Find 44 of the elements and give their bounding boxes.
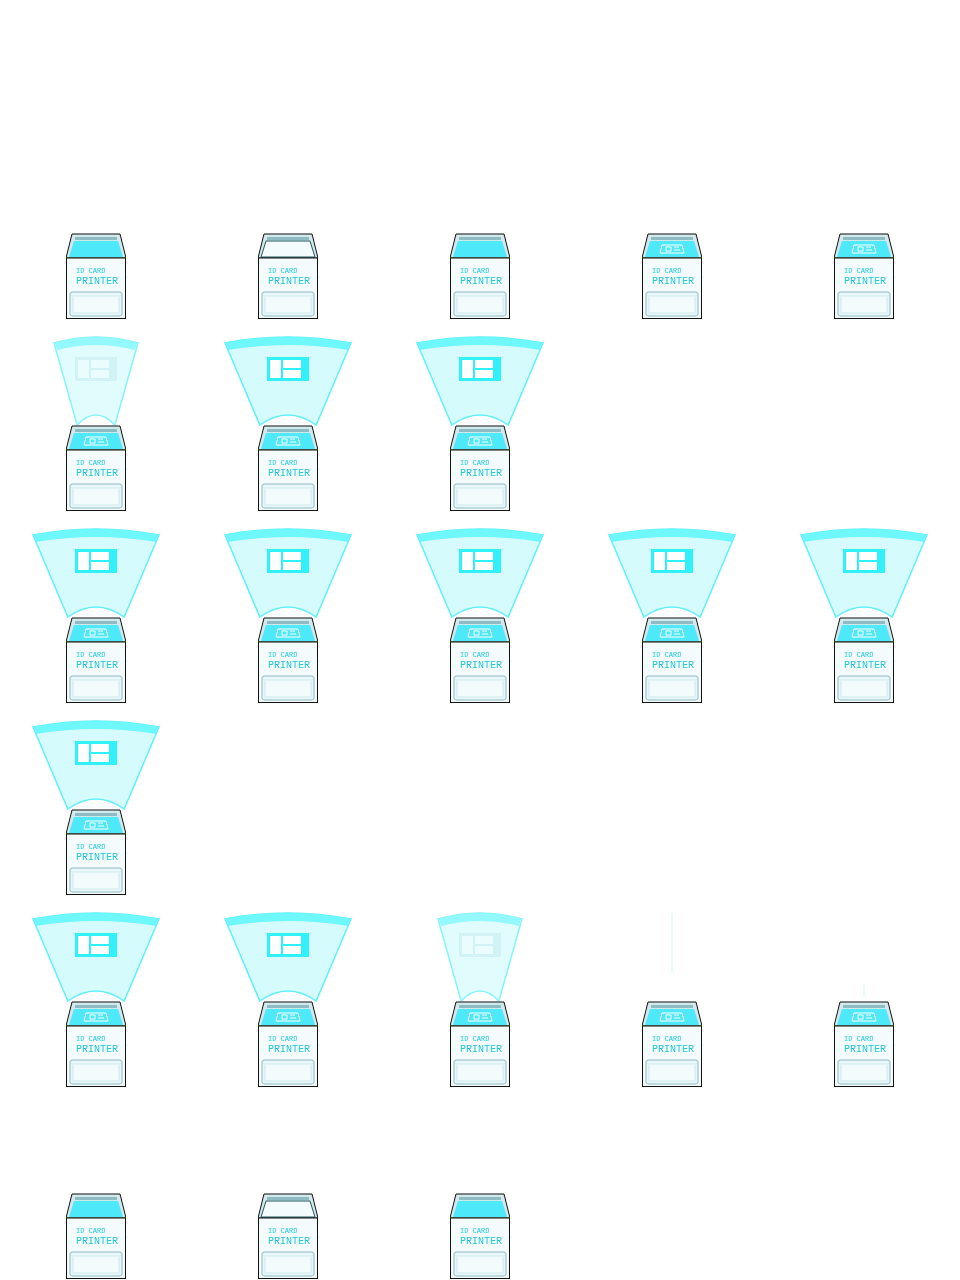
id-card-printer bbox=[642, 1001, 702, 1087]
printer-label: PRINTER bbox=[268, 1237, 310, 1247]
id-card-printer bbox=[258, 617, 318, 703]
id-card-printer bbox=[66, 809, 126, 895]
printer-label: PRINTER bbox=[460, 661, 502, 671]
id-card-printer bbox=[66, 617, 126, 703]
id-card-printer bbox=[66, 1193, 126, 1279]
printer-label: PRINTER bbox=[844, 661, 886, 671]
id-card-printer bbox=[258, 425, 318, 511]
printer-label: PRINTER bbox=[268, 661, 310, 671]
printer-label: PRINTER bbox=[652, 661, 694, 671]
id-card-printer bbox=[258, 233, 318, 319]
id-card-printer bbox=[834, 233, 894, 319]
id-card-printer bbox=[834, 1001, 894, 1087]
printer-label: PRINTER bbox=[268, 1045, 310, 1055]
id-card-printer bbox=[450, 233, 510, 319]
id-card-printer bbox=[258, 1001, 318, 1087]
printer-label: PRINTER bbox=[76, 1237, 118, 1247]
id-card-printer bbox=[66, 425, 126, 511]
id-card-printer bbox=[834, 617, 894, 703]
id-card-printer bbox=[642, 617, 702, 703]
printer-label: PRINTER bbox=[844, 1045, 886, 1055]
id-card-printer bbox=[450, 425, 510, 511]
printer-label: PRINTER bbox=[76, 661, 118, 671]
id-card-printer bbox=[642, 233, 702, 319]
printer-label: PRINTER bbox=[76, 277, 118, 287]
id-card-printer bbox=[450, 1193, 510, 1279]
id-card-printer bbox=[66, 233, 126, 319]
printer-label: PRINTER bbox=[460, 469, 502, 479]
printer-label: PRINTER bbox=[76, 1045, 118, 1055]
printer-label: PRINTER bbox=[652, 277, 694, 287]
id-card-printer bbox=[450, 1001, 510, 1087]
id-card-printer bbox=[450, 617, 510, 703]
printer-label: PRINTER bbox=[844, 277, 886, 287]
printer-label: PRINTER bbox=[460, 1045, 502, 1055]
id-card-printer bbox=[66, 1001, 126, 1087]
printer-label: PRINTER bbox=[76, 853, 118, 863]
id-card-printer bbox=[258, 1193, 318, 1279]
printer-label: PRINTER bbox=[268, 277, 310, 287]
printer-label: PRINTER bbox=[268, 469, 310, 479]
printer-label: PRINTER bbox=[460, 1237, 502, 1247]
printer-label: PRINTER bbox=[652, 1045, 694, 1055]
printer-label: PRINTER bbox=[76, 469, 118, 479]
printer-label: PRINTER bbox=[460, 277, 502, 287]
